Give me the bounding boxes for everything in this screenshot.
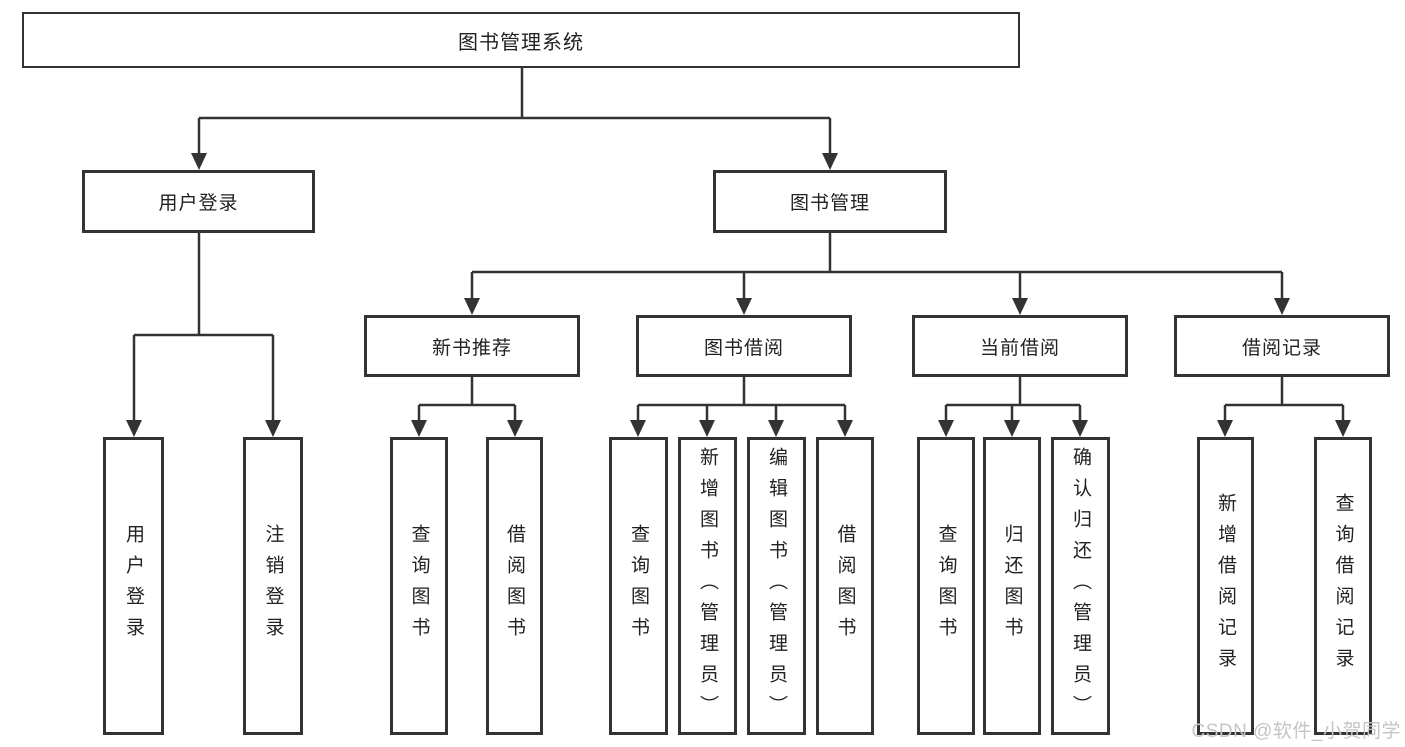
leaf-records-add-record: 新增借阅记录 — [1197, 437, 1254, 735]
connector-current-borrow — [944, 377, 1082, 420]
leaf-logout: 注销登录 — [243, 437, 303, 735]
node-label: 查询图书 — [628, 524, 649, 648]
node-label: 图书管理系统 — [458, 31, 584, 54]
leaf-borrowing-query-books: 查询图书 — [609, 437, 668, 735]
node-label: 借阅记录 — [1241, 337, 1322, 359]
node-label: 新书推荐 — [431, 337, 512, 359]
node-label: 用户登录 — [158, 193, 239, 214]
node-label: 编辑图书（管理员） — [766, 446, 787, 726]
node-label: 用户登录 — [123, 524, 144, 648]
node-label: 当前借阅 — [979, 337, 1060, 359]
connector-root — [197, 68, 832, 153]
leaf-user-login: 用户登录 — [103, 437, 164, 735]
node-label: 查询图书 — [935, 524, 957, 648]
node-label: 图书管理 — [789, 193, 870, 214]
leaf-borrowing-edit-books-admin: 编辑图书（管理员） — [747, 437, 806, 735]
leaf-records-query-record: 查询借阅记录 — [1314, 437, 1372, 735]
node-label: 查询借阅记录 — [1332, 493, 1354, 679]
leaf-newbooks-borrow-books: 借阅图书 — [486, 437, 543, 735]
leaf-current-return-books: 归还图书 — [983, 437, 1041, 735]
leaf-newbooks-query-books: 查询图书 — [390, 437, 448, 735]
connector-borrow-records — [1223, 377, 1345, 420]
connector-book-mgmt — [470, 233, 1284, 298]
node-new-book-recommend: 新书推荐 — [364, 315, 580, 377]
node-label: 查询图书 — [408, 524, 430, 648]
node-label: 图书借阅 — [703, 337, 784, 359]
arrowheads — [126, 153, 1351, 437]
node-current-borrowing: 当前借阅 — [912, 315, 1128, 377]
node-borrow-records: 借阅记录 — [1174, 315, 1390, 377]
node-book-borrowing: 图书借阅 — [636, 315, 852, 377]
node-label: 注销登录 — [262, 524, 284, 648]
node-label: 新增图书（管理员） — [697, 446, 718, 726]
node-user-login: 用户登录 — [82, 170, 315, 233]
leaf-borrowing-add-books-admin: 新增图书（管理员） — [678, 437, 737, 735]
connector-user-login — [132, 233, 275, 420]
leaf-current-confirm-return-admin: 确认归还（管理员） — [1051, 437, 1110, 735]
node-system-root: 图书管理系统 — [22, 12, 1020, 68]
node-label: 归还图书 — [1001, 524, 1023, 648]
connector-book-borrow — [636, 377, 847, 420]
connector-new-books — [417, 377, 517, 420]
node-label: 新增借阅记录 — [1215, 493, 1236, 679]
node-label: 借阅图书 — [504, 524, 525, 648]
node-label: 借阅图书 — [834, 524, 856, 648]
leaf-borrowing-borrow-books: 借阅图书 — [816, 437, 874, 735]
leaf-current-query-books: 查询图书 — [917, 437, 975, 735]
node-book-management: 图书管理 — [713, 170, 947, 233]
node-label: 确认归还（管理员） — [1070, 446, 1091, 726]
